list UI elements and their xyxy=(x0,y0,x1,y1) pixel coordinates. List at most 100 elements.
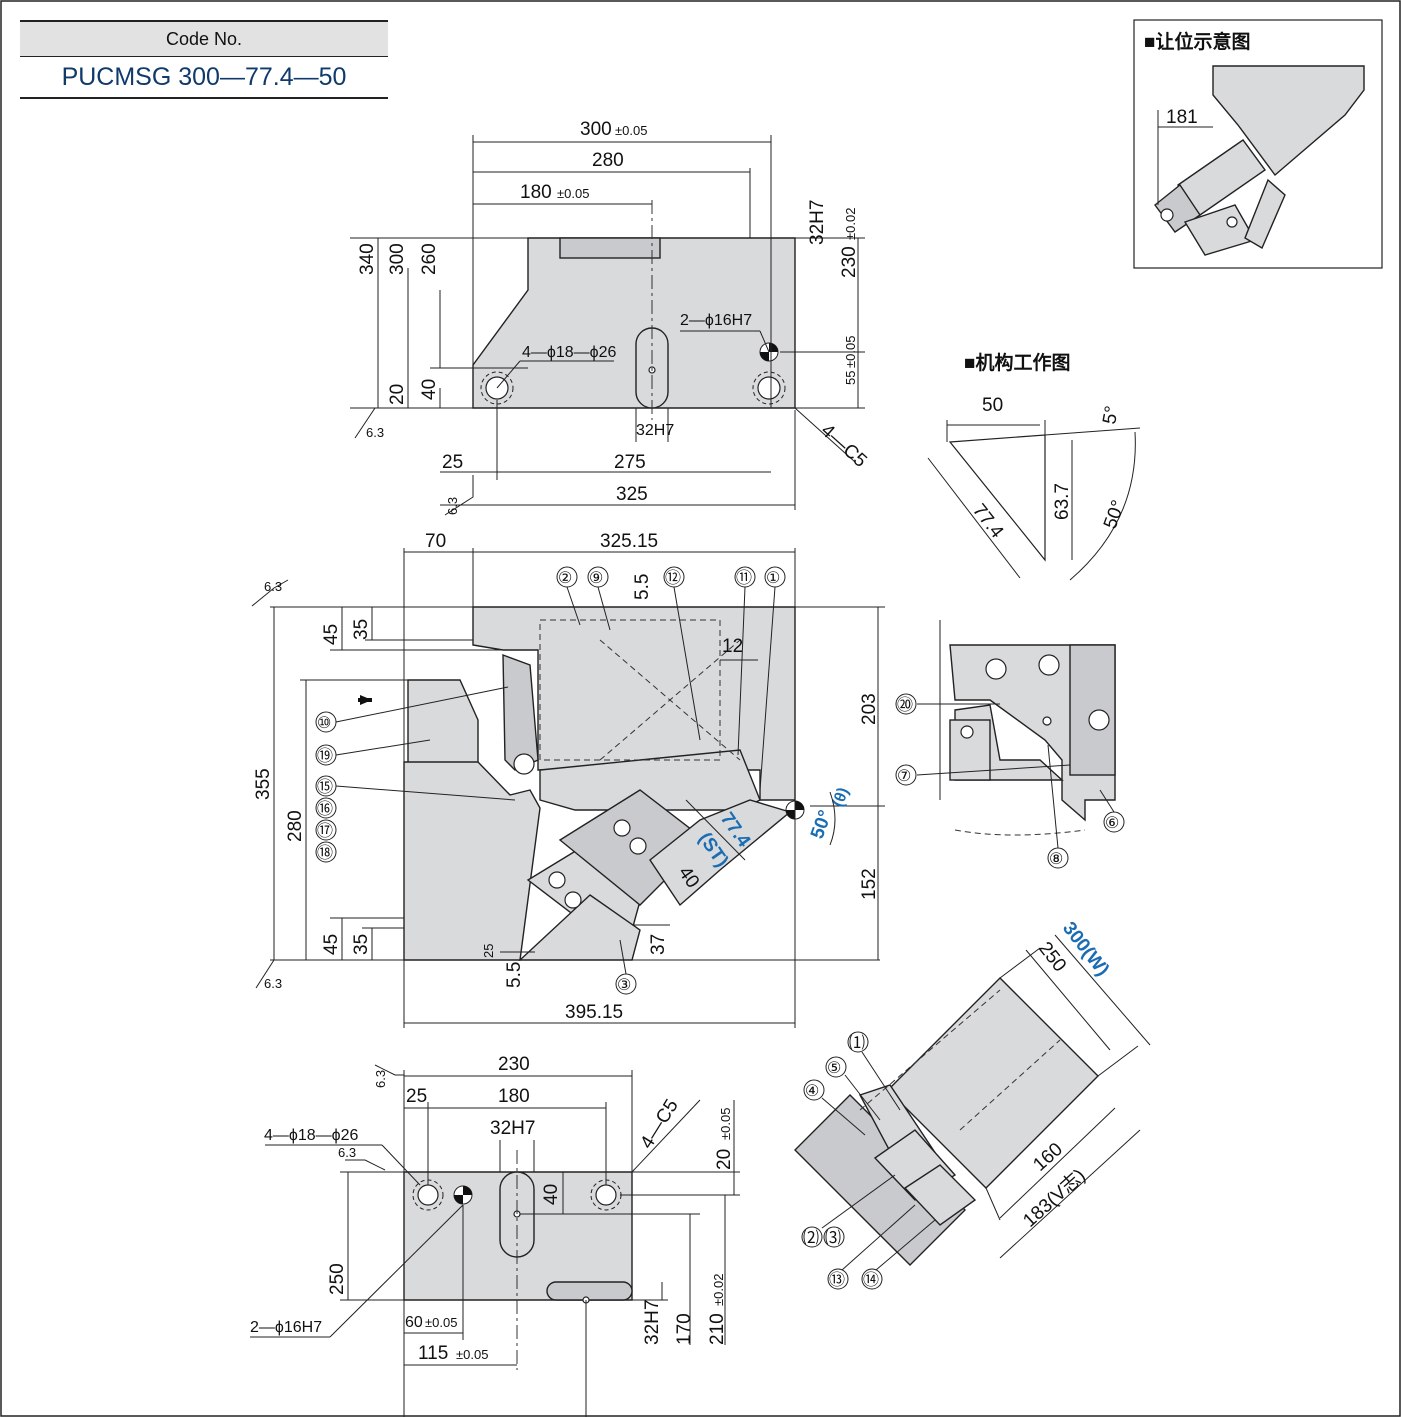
bottom-dim-20: 20 xyxy=(714,1149,735,1170)
bottom-roughness-2: 6.3 xyxy=(338,1145,356,1160)
clearance-inset: ■让位示意图 181 xyxy=(1133,19,1383,269)
bottom-dim-60-tol: ±0.05 xyxy=(425,1315,457,1330)
front-part-callouts: ① ② ③ ⑨ ⑪ ⑫ ⑩ ⑲ ⑮ ⑯ xyxy=(315,566,786,995)
callout-4: ④ xyxy=(805,1083,819,1100)
bottom-dim-40: 40 xyxy=(541,1184,562,1205)
bottom-view: 230 25 180 32H7 4—C5 4—ϕ18—ϕ26 20 ±0.05 … xyxy=(250,1054,740,1417)
front-dim-35b: 35 xyxy=(351,934,372,955)
top-view: 300 ±0.05 280 180 ±0.05 32H7 230 ±0.02 5… xyxy=(350,119,871,516)
top-dim-20: 20 xyxy=(387,384,408,405)
callout-14: ⑭ xyxy=(863,1271,879,1289)
side-part-callouts: ⑳ ⑦ ⑥ ⑧ xyxy=(895,693,1125,869)
top-dim-180: 180 xyxy=(520,182,552,203)
code-number-value: PUCMSG 300—77.4—50 xyxy=(20,57,388,99)
front-angle-theta: (θ) xyxy=(830,785,853,809)
front-dim-395-15: 395.15 xyxy=(565,1002,623,1023)
front-dim-152: 152 xyxy=(859,868,880,900)
top-dim-325: 325 xyxy=(616,484,648,505)
top-dim-25: 25 xyxy=(442,452,463,473)
iso-part-callouts: ⑴ ⑤ ④ ⑵ ⑶ ⑬ ⑭ xyxy=(801,1031,936,1290)
callout-10: ⑩ xyxy=(317,715,331,732)
front-angle-50: 50° xyxy=(807,808,837,842)
callout-12: ⑫ xyxy=(665,569,681,587)
code-number-box: Code No. PUCMSG 300—77.4—50 xyxy=(20,20,388,99)
mech-dim-50: 50 xyxy=(982,395,1003,416)
mechanism-diagram: ■机构工作图 50 5° 63.7 77.4 50° xyxy=(927,351,1141,581)
callout-5: ⑤ xyxy=(827,1060,841,1077)
bottom-holes-b: 4—ϕ18—ϕ26 xyxy=(264,1127,359,1144)
bottom-dim-210-tol: ±0.02 xyxy=(711,1274,726,1306)
top-roughness-2: 6.3 xyxy=(445,497,460,515)
callout-22: ⑵ xyxy=(803,1229,819,1247)
bottom-dim-180: 180 xyxy=(498,1086,530,1107)
front-dim-325-15: 325.15 xyxy=(600,531,658,552)
top-dim-280: 280 xyxy=(592,150,624,171)
top-dim-340: 340 xyxy=(357,243,378,275)
front-dim-12: 12 xyxy=(722,636,743,657)
callout-9: ⑨ xyxy=(589,570,603,587)
top-dim-300-v: 300 xyxy=(387,243,408,275)
inset-title: ■让位示意图 xyxy=(1144,30,1250,53)
top-dim-40: 40 xyxy=(419,379,440,400)
callout-1: ① xyxy=(766,570,780,587)
callout-2: ② xyxy=(558,570,572,587)
front-dim-37: 37 xyxy=(648,934,669,955)
inset-dim: 181 xyxy=(1166,107,1198,128)
callout-21: ⑴ xyxy=(849,1034,865,1052)
bottom-holes-a: 2—ϕ16H7 xyxy=(250,1319,322,1336)
callout-20: ⑳ xyxy=(897,696,913,714)
top-dim-32h7-b: 32H7 xyxy=(636,422,674,439)
iso-dim-160: 160 xyxy=(1029,1139,1067,1176)
callout-8: ⑧ xyxy=(1049,851,1063,868)
front-dim-35a: 35 xyxy=(351,619,372,640)
top-dim-180-tol: ±0.05 xyxy=(557,186,589,201)
top-dim-260: 260 xyxy=(419,243,440,275)
iso-dim-250: 250 xyxy=(1034,938,1070,976)
top-holes-b: 4—ϕ18—ϕ26 xyxy=(522,344,617,361)
iso-dim-183: 183(V志) xyxy=(1019,1164,1090,1231)
front-dim-45b: 45 xyxy=(321,934,342,955)
top-holes-a: 2—ϕ16H7 xyxy=(680,312,752,329)
bottom-dim-115: 115 xyxy=(418,1343,448,1364)
callout-23: ⑶ xyxy=(825,1229,841,1247)
front-dim-5-5b: 5.5 xyxy=(504,962,525,988)
bottom-dim-60: 60 xyxy=(405,1314,423,1331)
mech-dim-5deg: 5° xyxy=(1099,404,1123,426)
front-roughness-top: 6.3 xyxy=(264,579,282,594)
top-dim-275: 275 xyxy=(614,452,646,473)
mechanism-title: ■机构工作图 xyxy=(964,351,1070,374)
callout-16: ⑯ xyxy=(317,800,333,818)
top-dim-300-tol: ±0.05 xyxy=(615,123,647,138)
top-dim-55: 55 xyxy=(843,371,858,385)
bottom-dim-25: 25 xyxy=(406,1086,427,1107)
front-dim-280: 280 xyxy=(285,810,306,842)
front-dim-70: 70 xyxy=(425,531,446,552)
callout-11: ⑪ xyxy=(736,569,752,587)
isometric-view: 250 300(W) 160 183(V志) ⑴ ⑤ ④ ⑵ ⑶ ⑬ xyxy=(794,918,1151,1290)
bottom-roughness-1: 6.3 xyxy=(373,1070,388,1088)
code-number-label: Code No. xyxy=(20,20,388,57)
callout-13: ⑬ xyxy=(829,1271,845,1289)
callout-6: ⑥ xyxy=(1105,815,1119,832)
front-dim-355: 355 xyxy=(253,768,274,800)
front-dim-203: 203 xyxy=(859,693,880,725)
callout-17: ⑰ xyxy=(317,822,333,840)
bottom-dim-20-tol: ±0.05 xyxy=(718,1108,733,1140)
bottom-dim-170: 170 xyxy=(674,1313,695,1345)
top-dim-230: 230 xyxy=(839,246,860,278)
side-detail-view: ⑳ ⑦ ⑥ ⑧ xyxy=(895,620,1125,869)
top-dim-300: 300 xyxy=(580,119,612,140)
bottom-dim-250: 250 xyxy=(327,1263,348,1295)
bottom-dim-230: 230 xyxy=(498,1054,530,1075)
callout-7: ⑦ xyxy=(897,768,911,785)
front-view: 70 325.15 395.15 5.5 12 45 35 355 280 45… xyxy=(251,531,885,1028)
bottom-chamfer: 4—C5 xyxy=(636,1096,682,1153)
bottom-dim-115-tol: ±0.05 xyxy=(456,1347,488,1362)
bottom-dim-32h7-b: 32H7 xyxy=(642,1300,663,1345)
front-dim-5-5a: 5.5 xyxy=(632,574,653,600)
top-dim-230-tol: ±0.02 xyxy=(843,208,858,240)
top-dim-32h7-a: 32H7 xyxy=(807,200,828,245)
mech-dim-63-7: 63.7 xyxy=(1052,483,1073,520)
top-dim-55-tol: ±0.05 xyxy=(843,336,858,368)
front-dim-25: 25 xyxy=(481,944,496,958)
